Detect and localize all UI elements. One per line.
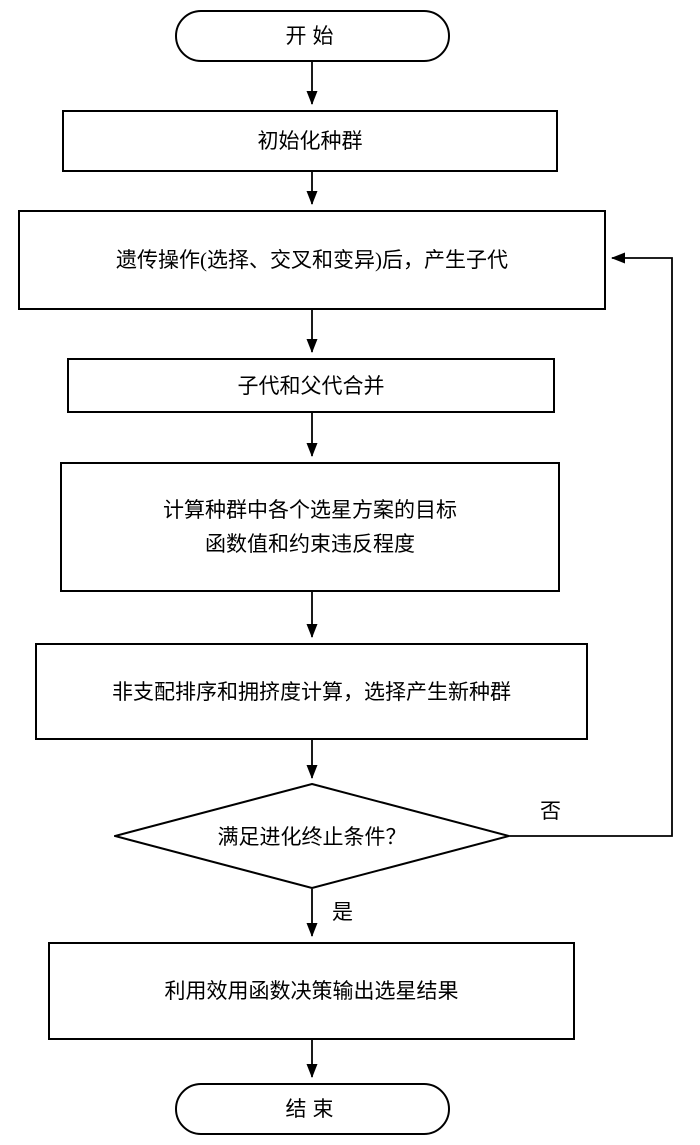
edge-label-yes: 是 [330, 896, 355, 926]
node-sort-select: 非支配排序和拥挤度计算，选择产生新种群 [35, 643, 588, 740]
node-end: 结束 [175, 1083, 450, 1135]
node-start: 开始 [175, 10, 450, 62]
node-decision-label: 满足进化终止条件？ [217, 825, 407, 849]
node-decision: 满足进化终止条件？ [114, 783, 510, 889]
node-end-label: 结束 [285, 1097, 340, 1121]
node-start-label: 开始 [285, 24, 340, 48]
node-evaluate-line1: 计算种群中各个选星方案的目标 [163, 498, 457, 522]
node-sort-label: 非支配排序和拥挤度计算，选择产生新种群 [112, 679, 511, 704]
node-genetic-operations: 遗传操作(选择、交叉和变异)后，产生子代 [18, 210, 606, 310]
decision-diamond-shape [114, 783, 510, 889]
node-merge: 子代和父代合并 [67, 358, 555, 413]
node-output-label: 利用效用函数决策输出选星结果 [164, 979, 459, 1003]
edge-label-no: 否 [538, 795, 563, 825]
node-evaluate-line2: 函数值和约束违反程度 [205, 532, 415, 556]
node-init-population: 初始化种群 [62, 110, 558, 172]
node-evaluate: 计算种群中各个选星方案的目标 函数值和约束违反程度 [60, 462, 560, 592]
node-genetic-label: 遗传操作(选择、交叉和变异)后，产生子代 [116, 248, 508, 272]
node-merge-label: 子代和父代合并 [237, 373, 385, 398]
node-output-result: 利用效用函数决策输出选星结果 [48, 942, 575, 1040]
node-init-label: 初始化种群 [257, 129, 363, 153]
